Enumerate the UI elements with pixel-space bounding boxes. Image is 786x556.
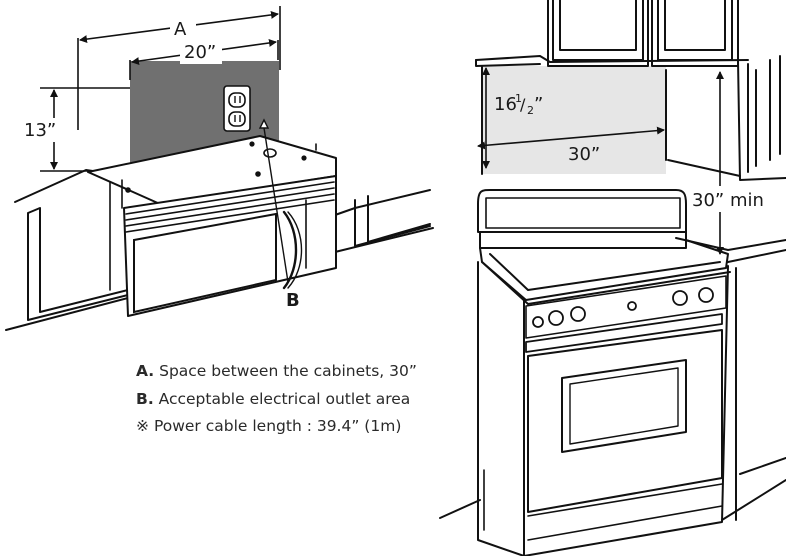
legend: A. Space between the cabinets, 30” B. Ac… — [136, 358, 417, 441]
side-cabinet — [737, 55, 786, 181]
dim-depth-den: 2 — [527, 104, 534, 117]
callout-b-label: B — [286, 290, 300, 311]
legend-key-a: A. — [136, 362, 155, 380]
dim-depth-slash: / — [520, 95, 526, 114]
oven-handle — [525, 313, 723, 353]
dim-width-label: 30” — [568, 144, 600, 165]
dim-width-arrow — [477, 126, 665, 150]
dim-20-label: 20” — [184, 42, 216, 63]
legend-key-note: ※ — [136, 417, 149, 435]
dim-clearance-label-bg — [690, 186, 778, 212]
dim-clearance-label: 30” min — [692, 190, 764, 211]
upper-cabinet-doors — [547, 0, 739, 67]
legend-text-note: Power cable length : 39.4” (1m) — [153, 417, 402, 435]
legend-item-a: A. Space between the cabinets, 30” — [136, 358, 417, 386]
right-cabinet-top — [334, 189, 431, 216]
dim-20-label-bg — [180, 42, 222, 64]
floor-line — [439, 457, 786, 521]
callout-b-line — [258, 118, 289, 283]
legend-item-b: B. Acceptable electrical outlet area — [136, 386, 417, 414]
dim-13-label: 13” — [24, 120, 56, 141]
oven-door — [527, 329, 723, 513]
legend-item-note: ※ Power cable length : 39.4” (1m) — [136, 413, 417, 441]
left-cabinet — [27, 207, 129, 321]
range-backguard — [477, 189, 687, 233]
legend-text-b: Acceptable electrical outlet area — [158, 389, 411, 408]
range-body — [477, 261, 729, 556]
legend-text-a: Space between the cabinets, 30” — [159, 362, 417, 380]
dim-depth-unit: ” — [534, 94, 543, 115]
microwave-body — [87, 135, 337, 317]
right-cabinet — [354, 195, 431, 247]
dim-depth-num: 1 — [515, 92, 522, 105]
dim-depth-whole: 16 — [494, 94, 517, 115]
countertop-line-left — [5, 297, 129, 331]
oven-window — [561, 359, 687, 453]
control-panel — [525, 275, 727, 339]
dim-13-label-bg — [22, 118, 62, 142]
dim-a-label-bg — [170, 18, 196, 40]
dim-a-label: A — [174, 19, 187, 40]
right-kitchen-diagram — [439, 0, 786, 556]
range-knobs — [532, 287, 714, 328]
backsplash-panel — [482, 66, 666, 174]
outlet-icon — [223, 85, 251, 132]
legend-key-b: B. — [136, 389, 154, 408]
countertop-line-right — [334, 227, 434, 253]
